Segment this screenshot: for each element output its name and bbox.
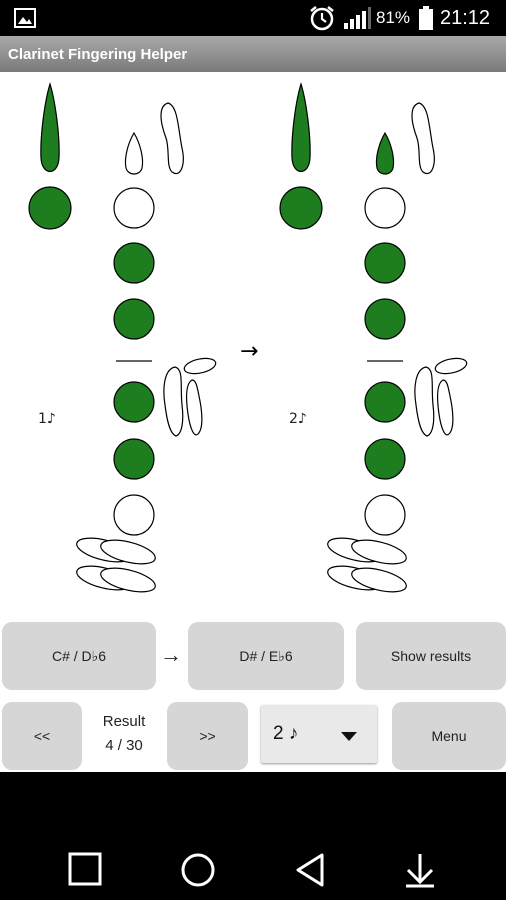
thumb-hole	[279, 186, 323, 230]
show-results-button[interactable]: Show results	[356, 622, 506, 690]
pinky-keys	[327, 537, 407, 593]
side-trill-keys	[163, 357, 217, 437]
fingering-diagram: 1♪ → 2♪	[28, 81, 468, 593]
tone-hole-5	[364, 438, 406, 480]
register-select[interactable]: 2 ♪	[261, 705, 377, 763]
to-note-button[interactable]: D# / E♭6	[188, 622, 344, 690]
result-label: Result	[102, 713, 146, 730]
notes-arrow: →	[160, 642, 182, 667]
status-bar: 81% 21:12	[0, 0, 506, 36]
alarm-icon	[308, 0, 336, 36]
side-trill-keys	[414, 357, 468, 437]
dropdown-caret-icon	[341, 729, 357, 747]
tone-hole-6	[113, 494, 155, 536]
thumb-hole	[28, 186, 72, 230]
clock: 21:12	[440, 6, 491, 29]
pinky-keys	[76, 537, 156, 593]
home-icon[interactable]	[180, 852, 216, 893]
previous-result-button[interactable]: <<	[2, 702, 82, 770]
thumb-key	[291, 81, 311, 173]
fingering-left	[28, 81, 217, 593]
main-content: 1♪ → 2♪	[0, 72, 506, 772]
app-title: Clarinet Fingering Helper	[0, 36, 506, 72]
result-count: 4 / 30	[105, 737, 143, 754]
result-counter: Result 4 / 30	[86, 710, 162, 758]
fingering-left-label: 1♪	[38, 411, 56, 427]
fingering-right	[279, 81, 468, 593]
battery-icon	[418, 0, 434, 36]
tone-hole-1	[364, 187, 406, 229]
transition-arrow: →	[240, 339, 258, 364]
tone-hole-3	[113, 298, 155, 340]
next-result-button[interactable]: >>	[167, 702, 248, 770]
a-key	[411, 102, 435, 175]
register-select-value: 2 ♪	[273, 723, 299, 744]
notification-pulldown-icon[interactable]	[402, 852, 438, 893]
tone-hole-4	[113, 381, 155, 423]
tone-hole-3	[364, 298, 406, 340]
back-icon[interactable]	[294, 852, 326, 893]
a-key	[160, 102, 184, 175]
tone-hole-2	[113, 242, 155, 284]
gallery-notification-icon	[14, 0, 36, 36]
from-note-button[interactable]: C# / D♭6	[2, 622, 156, 690]
recent-apps-icon[interactable]	[68, 852, 102, 891]
thumb-key	[40, 81, 60, 173]
tone-hole-6	[364, 494, 406, 536]
tone-hole-1	[113, 187, 155, 229]
menu-button[interactable]: Menu	[392, 702, 506, 770]
register-key	[375, 131, 395, 175]
tone-hole-5	[113, 438, 155, 480]
register-key	[124, 131, 144, 175]
tone-hole-4	[364, 381, 406, 423]
signal-icon	[342, 0, 372, 36]
fingering-right-label: 2♪	[289, 411, 307, 427]
battery-percent: 81%	[376, 8, 411, 27]
navigation-bar	[0, 772, 506, 900]
tone-hole-2	[364, 242, 406, 284]
